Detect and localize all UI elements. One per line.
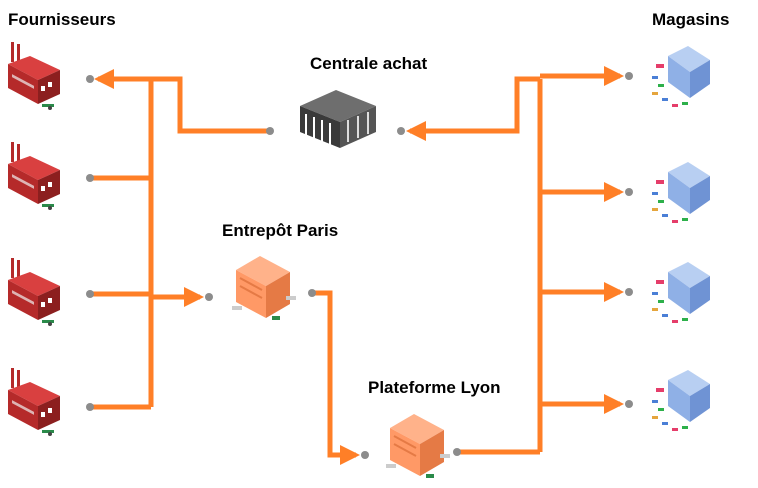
connector-dot (453, 448, 461, 456)
connector-dot (86, 174, 94, 182)
connector-dot (625, 72, 633, 80)
connector-dot (205, 293, 213, 301)
factory-icon (8, 258, 60, 326)
store-icon (652, 370, 710, 431)
stores-label: Magasins (652, 10, 730, 29)
warehouse-label: Entrepôt Paris (222, 221, 339, 240)
connector-dot (397, 127, 405, 135)
connector-dot (308, 289, 316, 297)
central-purchasing-label: Centrale achat (310, 54, 428, 73)
connector-dots (86, 72, 633, 459)
warehouse-to-platform-arrow (312, 290, 360, 465)
connector-dot (266, 127, 274, 135)
warehouse-icon (231, 255, 297, 321)
factory-icon (8, 368, 60, 436)
factory-icon (8, 142, 60, 210)
store-icon (652, 262, 710, 323)
stores-to-centrale-arrow (406, 76, 540, 141)
connector-dot (361, 451, 369, 459)
platform-label: Plateforme Lyon (368, 378, 501, 397)
connector-dot (86, 290, 94, 298)
suppliers-label: Fournisseurs (8, 10, 116, 29)
connector-dot (625, 288, 633, 296)
connector-dot (86, 403, 94, 411)
connector-dot (86, 75, 94, 83)
flow-lines (90, 66, 624, 465)
connector-dot (625, 400, 633, 408)
warehouse-icon (385, 413, 451, 479)
store-icon (652, 162, 710, 223)
office-building-icon (299, 89, 377, 149)
centrale-to-suppliers-arrow (94, 69, 268, 134)
connector-dot (625, 188, 633, 196)
store-icon (652, 46, 710, 107)
factory-icon (8, 42, 60, 110)
